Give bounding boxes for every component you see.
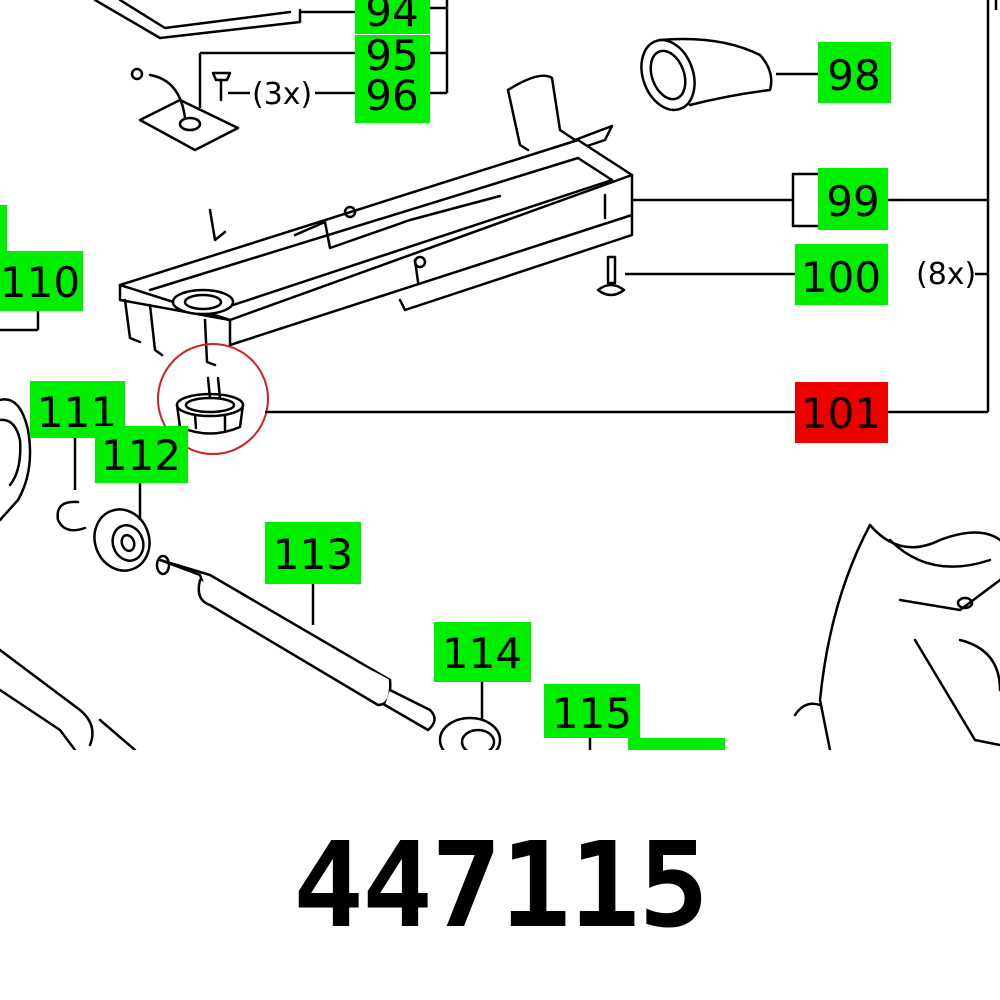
sensor-plate-part — [130, 51, 355, 152]
callout-112[interactable]: 112 — [95, 426, 188, 483]
lower-left-tube-part — [0, 648, 137, 750]
screw-96-part — [211, 71, 355, 102]
part-number: 447115 — [292, 816, 709, 954]
shaft-part — [155, 554, 436, 732]
left-housing-part — [0, 310, 40, 522]
svg-text:112: 112 — [101, 431, 181, 480]
svg-text:99: 99 — [826, 177, 879, 226]
bearing-114-part — [438, 682, 502, 750]
elbow-pipe-part — [640, 37, 820, 112]
callout-114[interactable]: 114 — [434, 622, 531, 682]
svg-text:110: 110 — [0, 258, 80, 307]
svg-text:113: 113 — [273, 530, 353, 579]
svg-text:114: 114 — [442, 629, 522, 678]
bracket-94-96 — [430, 0, 449, 95]
ring-101-part — [157, 343, 795, 455]
top-plate-part — [93, 0, 355, 40]
callout-99[interactable]: 99 — [818, 168, 888, 230]
callout-101-highlighted[interactable]: 101 — [795, 382, 888, 443]
qty-8x-note: (8x) — [916, 257, 976, 292]
svg-text:115: 115 — [552, 689, 632, 738]
callout-111[interactable]: 111 — [30, 381, 125, 438]
callout-94[interactable]: 94 — [355, 0, 430, 36]
circlip-part — [56, 438, 87, 532]
svg-text:94: 94 — [365, 0, 418, 36]
svg-text:98: 98 — [827, 51, 880, 100]
svg-text:96: 96 — [365, 71, 418, 120]
callout-110[interactable]: 110 — [0, 205, 83, 311]
bearing-112-part — [93, 483, 151, 572]
callout-96[interactable]: 96 — [355, 71, 430, 123]
screw-100-part — [596, 255, 795, 297]
bracket-right — [888, 0, 998, 414]
svg-text:101: 101 — [801, 389, 881, 438]
qty-3x-note: (3x) — [252, 77, 312, 112]
callout-partial-bottom[interactable] — [628, 738, 725, 750]
callout-113[interactable]: 113 — [265, 522, 361, 584]
callout-95[interactable]: 95 — [355, 31, 430, 80]
svg-text:95: 95 — [365, 31, 418, 80]
callout-115[interactable]: 115 — [544, 684, 640, 738]
housing-tray-part — [118, 74, 818, 367]
callout-98[interactable]: 98 — [818, 42, 891, 103]
svg-text:100: 100 — [801, 253, 881, 302]
exploded-parts-diagram: 94 95 96 (3x) 98 99 100 (8x) 101 110 111… — [0, 0, 1000, 750]
right-housing-part — [793, 523, 1000, 750]
callout-100[interactable]: 100 — [795, 244, 888, 305]
